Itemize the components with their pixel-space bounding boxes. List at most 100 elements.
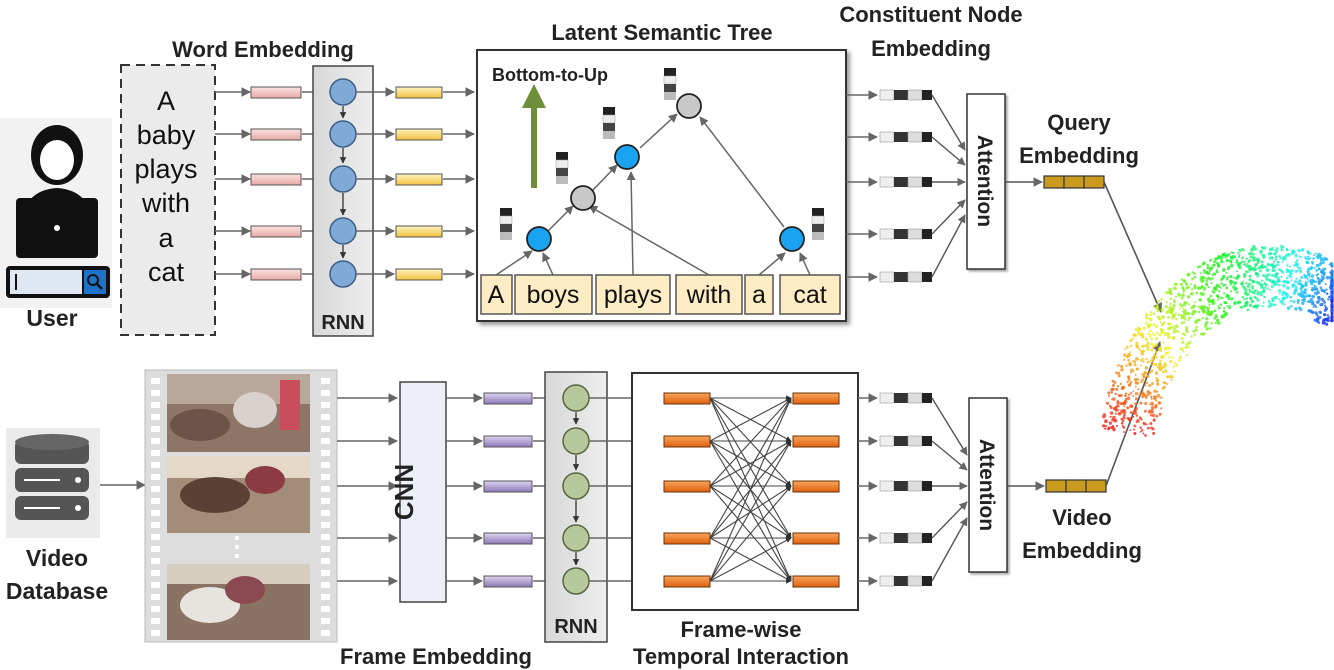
tree-nodes (526, 93, 805, 252)
embedding-point (1311, 302, 1315, 306)
embedding-point (1188, 316, 1191, 320)
embedding-point (1128, 362, 1132, 366)
embedding-point (1145, 381, 1148, 385)
embedding-point (1315, 263, 1320, 268)
embedding-point (1330, 273, 1334, 277)
embedding-point (1219, 286, 1222, 289)
embedding-point (1150, 397, 1153, 400)
embedding-point (1201, 317, 1204, 320)
embedding-point (1227, 265, 1231, 270)
embedding-point (1138, 347, 1141, 351)
embedding-point (1160, 354, 1163, 357)
embedding-point (1164, 334, 1167, 337)
embedding-point (1182, 290, 1185, 293)
embedding-point (1162, 341, 1165, 344)
embedding-point (1171, 313, 1175, 317)
embedding-point (1226, 296, 1229, 299)
embedding-point (1124, 394, 1127, 398)
embedding-point (1300, 276, 1304, 279)
embedding-point (1160, 407, 1163, 410)
embedding-point (1233, 281, 1237, 285)
embedding-point (1157, 401, 1160, 404)
embedding-point (1150, 359, 1154, 363)
embedding-point (1205, 279, 1209, 283)
embedding-point (1155, 306, 1159, 310)
embedding-point (1216, 268, 1218, 271)
embedding-point (1274, 258, 1278, 261)
embedding-point (1154, 404, 1158, 407)
embedding-point (1269, 302, 1272, 305)
embedding-point (1190, 277, 1194, 281)
embedding-point (1151, 413, 1156, 418)
embedding-point (1264, 283, 1268, 287)
embedding-point (1126, 406, 1130, 410)
embedding-point (1150, 395, 1153, 398)
embedding-point (1128, 382, 1131, 386)
embedding-point (1296, 269, 1299, 272)
embedding-point (1135, 357, 1139, 361)
embedding-point (1146, 374, 1150, 378)
sentence-box (120, 64, 216, 336)
embedding-point (1250, 248, 1254, 252)
embedding-point (1278, 268, 1282, 272)
embedding-point (1252, 256, 1255, 260)
embedding-point (1152, 323, 1156, 327)
embedding-point (1140, 358, 1143, 362)
embedding-point (1326, 292, 1329, 295)
embedding-point (1141, 389, 1144, 392)
embedding-point (1261, 289, 1266, 293)
embedding-point (1330, 297, 1334, 301)
embedding-point (1142, 421, 1145, 425)
embedding-point (1170, 375, 1174, 379)
embedding-point (1202, 309, 1206, 314)
embedding-point (1223, 307, 1226, 310)
embedding-point (1317, 291, 1320, 295)
embedding-point (1125, 364, 1128, 367)
embedding-point (1162, 321, 1166, 325)
embedding-point (1302, 298, 1306, 302)
tree-words: A boys plays with a cat (488, 281, 827, 309)
embedding-point (1220, 282, 1223, 285)
embedding-point (1121, 368, 1124, 371)
embedding-point (1216, 256, 1220, 260)
embedding-point (1330, 285, 1334, 289)
tree-edges (495, 113, 811, 276)
embedding-point (1248, 303, 1253, 308)
frame-embedding-vectors (483, 392, 533, 588)
embedding-point (1213, 291, 1216, 294)
embedding-point (1330, 312, 1334, 315)
embedding-point (1308, 294, 1312, 298)
embedding-point (1330, 281, 1334, 285)
embedding-point (1203, 286, 1207, 290)
embedding-point (1321, 321, 1326, 325)
embedding-point (1240, 305, 1244, 309)
embedding-point (1165, 301, 1168, 304)
embedding-point (1140, 332, 1143, 336)
embedding-point (1256, 307, 1259, 310)
embedding-point (1182, 311, 1186, 315)
embedding-point (1122, 401, 1127, 405)
embedding-point (1228, 280, 1232, 283)
embedding-point (1217, 298, 1220, 301)
embedding-point (1158, 412, 1162, 416)
embedding-point (1206, 263, 1209, 267)
embedding-point (1147, 332, 1150, 336)
embedding-point (1281, 257, 1285, 261)
embedding-point (1169, 311, 1173, 315)
embedding-point (1273, 303, 1277, 307)
embedding-point (1257, 266, 1261, 270)
embedding-point (1172, 327, 1177, 331)
film-out-arrows (337, 393, 398, 586)
embedding-point (1147, 342, 1150, 346)
embedding-point (1235, 276, 1238, 279)
video-frame-3 (167, 564, 310, 640)
embedding-point (1201, 332, 1206, 336)
embedding-point (1183, 301, 1187, 304)
embedding-point (1133, 424, 1137, 428)
video-embedding-vector (1045, 479, 1107, 493)
rnn-bottom-label: RNN (554, 616, 597, 638)
embedding-point (1301, 301, 1305, 306)
embedding-point (1226, 276, 1229, 279)
embedding-point (1323, 308, 1327, 312)
embedding-point (1271, 266, 1275, 269)
